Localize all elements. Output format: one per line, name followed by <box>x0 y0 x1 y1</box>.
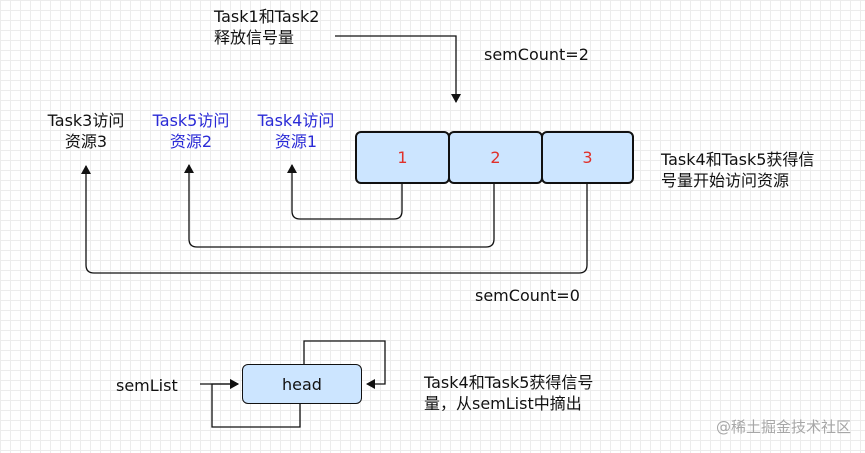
semlist-label: semList <box>116 376 178 395</box>
task4-label-line2: 资源1 <box>274 132 318 151</box>
acquire-note-line1: Task4和Task5获得信 <box>661 150 815 169</box>
task3-label: Task3访问 资源3 <box>38 110 134 152</box>
acquire-note: Task4和Task5获得信 号量开始访问资源 <box>661 149 814 191</box>
removal-note-line2: 量，从semList中摘出 <box>424 394 582 413</box>
slot3-to-task3-arrow <box>81 165 588 274</box>
sem-count-top: semCount=2 <box>484 45 589 64</box>
release-label-line1: Task1和Task2 <box>214 7 320 26</box>
head-self-loop-left <box>211 379 301 428</box>
acquire-note-line2: 号量开始访问资源 <box>661 171 790 190</box>
watermark: @稀土掘金技术社区 <box>715 418 851 436</box>
slot2-to-task5-arrow <box>184 164 495 248</box>
sem-count-bottom: semCount=0 <box>475 286 580 305</box>
head-self-loop-right <box>303 340 386 389</box>
task3-label-line1: Task3访问 <box>47 111 125 130</box>
release-arrow <box>335 35 461 103</box>
task5-label: Task5访问 资源2 <box>143 110 239 152</box>
release-label-line2: 释放信号量 <box>214 28 295 47</box>
slot1-to-task4-arrow <box>287 164 403 220</box>
semlist-head-node: head <box>242 364 362 404</box>
task4-label-line1: Task4访问 <box>257 111 335 130</box>
semaphore-slot-2: 2 <box>448 131 543 184</box>
task4-label: Task4访问 资源1 <box>248 110 344 152</box>
removal-note-line1: Task4和Task5获得信号 <box>424 373 594 392</box>
removal-note: Task4和Task5获得信号 量，从semList中摘出 <box>424 372 593 414</box>
semaphore-slot-3: 3 <box>541 131 634 184</box>
task3-label-line2: 资源3 <box>64 132 108 151</box>
task5-label-line1: Task5访问 <box>152 111 230 130</box>
task5-label-line2: 资源2 <box>169 132 213 151</box>
semaphore-slot-1: 1 <box>355 131 450 184</box>
release-label: Task1和Task2 释放信号量 <box>214 6 319 48</box>
